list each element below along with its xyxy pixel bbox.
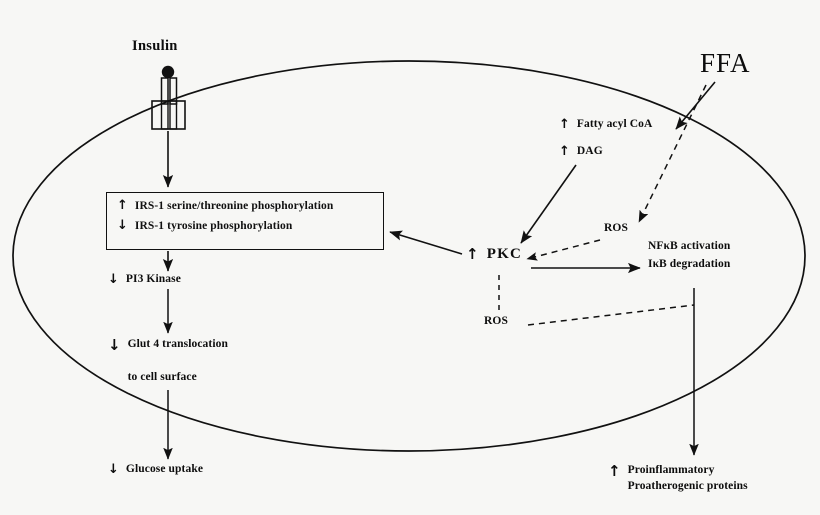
up-arrow-icon: ↑ bbox=[466, 245, 480, 264]
pkc-label: PKC bbox=[486, 246, 523, 262]
pkc-node: ↑ PKC bbox=[466, 246, 522, 263]
down-arrow-icon: ↓ bbox=[117, 218, 128, 233]
irs1-phosphorylation-box: ↑ IRS-1 serine/threonine phosphorylation… bbox=[106, 192, 384, 250]
dag-node: ↑ DAG bbox=[559, 145, 603, 158]
irs1-tyrosine-label: IRS-1 tyrosine phosphorylation bbox=[134, 219, 293, 232]
inflammatory-proteins-node: ↑ Proinflammatory Proatherogenic protein… bbox=[608, 463, 748, 494]
edge-ros-upper-to-pkc bbox=[526, 239, 601, 261]
edge-dag-to-pkc bbox=[520, 164, 577, 244]
cell-membrane-ellipse bbox=[12, 60, 806, 452]
ffa-label: FFA bbox=[700, 48, 751, 78]
glut4-translocation-node: ↓ Glut 4 translocation to cell surface bbox=[108, 337, 228, 385]
glut4-label-line2: to cell surface bbox=[127, 370, 197, 383]
down-arrow-icon: ↓ bbox=[108, 336, 121, 354]
glucose-uptake-label: Glucose uptake bbox=[125, 463, 204, 475]
pi3-kinase-label: PI3 Kinase bbox=[125, 273, 181, 285]
proatherogenic-label: Proatherogenic proteins bbox=[627, 479, 748, 492]
proinflammatory-label: Proinflammatory bbox=[627, 464, 715, 476]
up-arrow-icon: ↑ bbox=[559, 117, 570, 133]
insulin-receptor-icon bbox=[151, 65, 186, 130]
up-arrow-icon: ↑ bbox=[117, 198, 128, 213]
nfkb-activation-node: NFκB activation IκB degradation bbox=[648, 240, 730, 276]
edge-ros-lower-to-nfkb-downstream bbox=[527, 304, 695, 326]
down-arrow-icon: ↓ bbox=[108, 462, 119, 478]
ros-upper-label: ROS bbox=[604, 222, 628, 234]
irs1-serine-threonine-row: ↑ IRS-1 serine/threonine phosphorylation bbox=[117, 199, 383, 212]
ros-lower-label: ROS bbox=[484, 315, 508, 327]
glucose-uptake-node: ↓ Glucose uptake bbox=[108, 463, 203, 476]
nfkb-activation-label: NFκB activation bbox=[648, 240, 731, 252]
insulin-label: Insulin bbox=[132, 38, 178, 54]
up-arrow-icon: ↑ bbox=[608, 462, 621, 480]
dag-label: DAG bbox=[576, 145, 603, 157]
fatty-acyl-coa-node: ↑ Fatty acyl CoA bbox=[559, 118, 652, 131]
pi3-kinase-node: ↓ PI3 Kinase bbox=[108, 273, 181, 286]
edge-ffa-to-ros-upper bbox=[638, 84, 707, 223]
down-arrow-icon: ↓ bbox=[108, 272, 119, 288]
edge-pkc-to-irs bbox=[389, 230, 463, 255]
ikb-degradation-label: IκB degradation bbox=[648, 258, 731, 271]
irs1-tyrosine-row: ↓ IRS-1 tyrosine phosphorylation bbox=[117, 219, 383, 232]
irs1-serine-threonine-label: IRS-1 serine/threonine phosphorylation bbox=[134, 199, 334, 212]
glut4-label-line1: Glut 4 translocation bbox=[127, 338, 228, 350]
up-arrow-icon: ↑ bbox=[559, 144, 570, 160]
fatty-acyl-coa-label: Fatty acyl CoA bbox=[576, 118, 653, 130]
